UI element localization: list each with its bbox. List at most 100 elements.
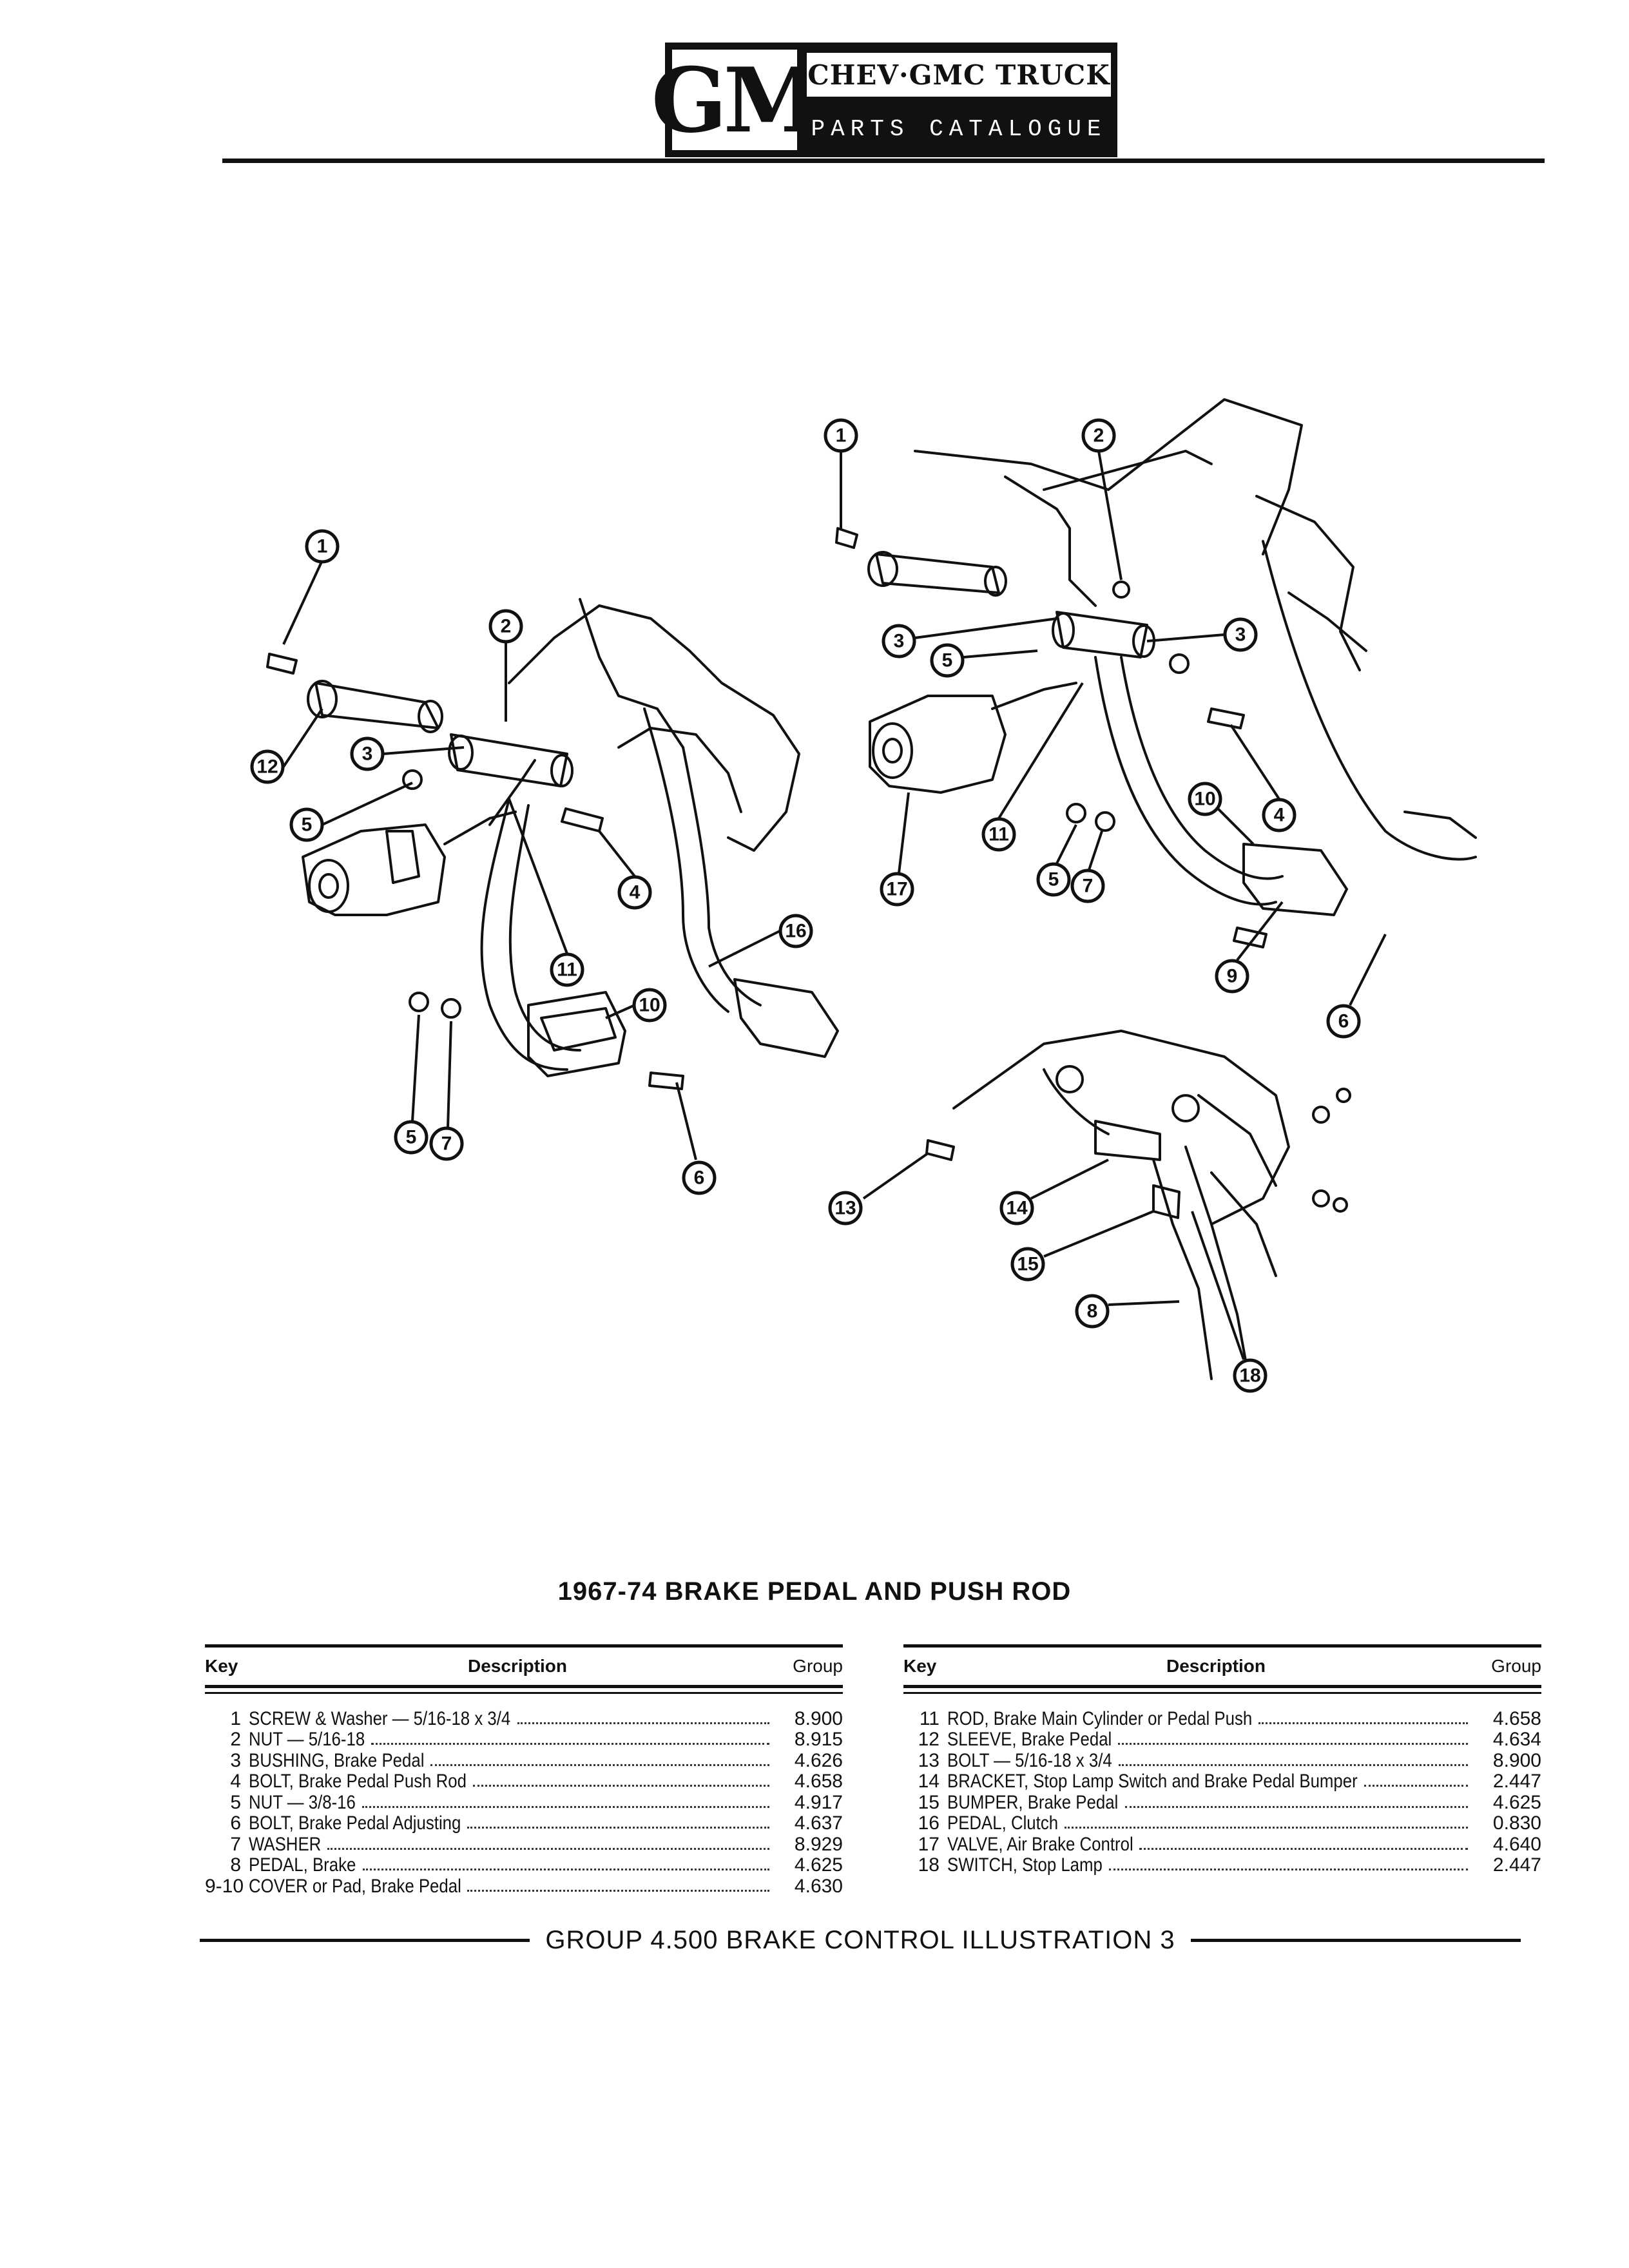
header-description: Description [1166,1656,1266,1676]
part-description: WASHER [249,1833,322,1855]
part-description: BUMPER, Brake Pedal [947,1791,1119,1813]
svg-text:18: 18 [1239,1365,1260,1387]
callout-13: 13 [828,1191,863,1225]
callout-15: 15 [1010,1247,1045,1282]
part-key: 13 [918,1749,940,1771]
part-description: BUSHING, Brake Pedal [249,1749,425,1771]
part-key: 14 [918,1771,940,1792]
footer-rule-left [200,1938,530,1942]
callout-6: 6 [682,1160,717,1195]
svg-text:3: 3 [1235,624,1246,646]
part-group: 8.929 [794,1833,843,1855]
part-key: 16 [918,1812,940,1834]
footer: GROUP 4.500 BRAKE CONTROL ILLUSTRATION 3 [200,1924,1521,1956]
table-row: 17 VALVE, Air Brake Control 4.640 [903,1834,1541,1855]
dot-leader [430,1763,769,1766]
callout-3-right-b: 3 [1223,617,1258,652]
callout-11: 11 [550,952,584,987]
svg-text:4: 4 [630,882,641,903]
dot-leader [1124,1805,1468,1808]
table-row: 6 BOLT, Brake Pedal Adjusting 4.637 [205,1813,843,1834]
callout-3: 3 [350,736,385,771]
svg-text:12: 12 [256,756,278,778]
svg-text:5: 5 [1048,869,1059,890]
dot-leader [362,1869,769,1870]
part-key: 3 [230,1749,241,1771]
part-description: BRACKET, Stop Lamp Switch and Brake Peda… [947,1771,1358,1792]
table-row: 3 BUSHING, Brake Pedal 4.626 [205,1750,843,1771]
part-description: COVER or Pad, Brake Pedal [249,1875,461,1897]
part-description-cell: WASHER [249,1834,778,1855]
page-title: 1967-74 BRAKE PEDAL AND PUSH ROD [557,1577,1072,1606]
svg-text:6: 6 [694,1168,705,1189]
callout-2-right: 2 [1081,418,1116,453]
part-description-cell: VALVE, Air Brake Control [947,1834,1477,1855]
part-description-cell: NUT — 5/16-18 [249,1729,778,1750]
callout-2: 2 [488,609,523,644]
part-key: 1 [230,1707,241,1729]
svg-text:14: 14 [1006,1198,1028,1219]
svg-text:1: 1 [836,425,847,447]
part-group: 4.634 [1492,1729,1541,1750]
part-description: SWITCH, Stop Lamp [947,1854,1103,1876]
part-description-cell: NUT — 3/8-16 [249,1792,778,1813]
svg-text:11: 11 [988,824,1009,845]
callouts: 1 2 3 5 12 4 11 10 16 5 7 6 1 2 3 3 5 4 … [250,418,1361,1393]
parts-list-right: 11 ROD, Brake Main Cylinder or Pedal Push… [903,1708,1541,1876]
part-description-cell: BUMPER, Brake Pedal [947,1792,1477,1813]
part-key: 5 [230,1791,241,1813]
svg-text:6: 6 [1338,1011,1349,1032]
header-catalogue-line: PARTS CATALOGUE [811,115,1107,142]
part-description: ROD, Brake Main Cylinder or Pedal Push [947,1707,1253,1729]
part-group: 4.637 [794,1812,843,1834]
part-key: 9-10 [205,1875,244,1897]
svg-text:4: 4 [1274,805,1285,826]
part-description-cell: PEDAL, Clutch [947,1813,1477,1834]
part-description: BOLT — 5/16-18 x 3/4 [947,1749,1112,1771]
callout-5-right-a: 5 [930,643,965,678]
footer-rule-right [1190,1938,1521,1942]
callout-16: 16 [778,914,813,948]
dot-leader [1119,1763,1468,1766]
part-description-cell: BOLT, Brake Pedal Adjusting [249,1813,778,1834]
part-description-cell: SWITCH, Stop Lamp [947,1855,1477,1876]
svg-text:3: 3 [894,631,905,652]
svg-text:7: 7 [441,1133,452,1155]
callout-4-right: 4 [1262,798,1296,832]
part-description-cell: BUSHING, Brake Pedal [249,1749,778,1771]
part-group: 4.630 [794,1875,843,1897]
dot-leader [361,1805,769,1808]
right-assembly-drawing [835,398,1477,1387]
table-row: 14 BRACKET, Stop Lamp Switch and Brake Pe… [903,1771,1541,1792]
callout-3-right-a: 3 [882,624,916,658]
svg-text:2: 2 [1094,425,1104,447]
part-description-cell: ROD, Brake Main Cylinder or Pedal Push [947,1707,1477,1729]
callout-18: 18 [1233,1358,1268,1393]
part-description: PEDAL, Clutch [947,1812,1059,1834]
part-description: SLEEVE, Brake Pedal [947,1729,1112,1750]
part-key: 6 [230,1812,241,1834]
table-rule [903,1692,1541,1694]
part-key: 2 [230,1729,241,1750]
callout-1: 1 [305,529,340,564]
part-key: 11 [919,1707,940,1729]
part-group: 4.640 [1492,1833,1541,1855]
svg-text:17: 17 [886,879,907,900]
footer-caption: GROUP 4.500 BRAKE CONTROL ILLUSTRATION 3 [545,1925,1175,1954]
svg-text:13: 13 [834,1198,856,1219]
part-group: 4.625 [1492,1791,1541,1813]
dot-leader [1108,1869,1468,1870]
callout-5b: 5 [394,1120,429,1155]
part-key: 17 [918,1833,940,1855]
gm-logo: GM [651,46,822,153]
part-group: 4.626 [794,1749,843,1771]
